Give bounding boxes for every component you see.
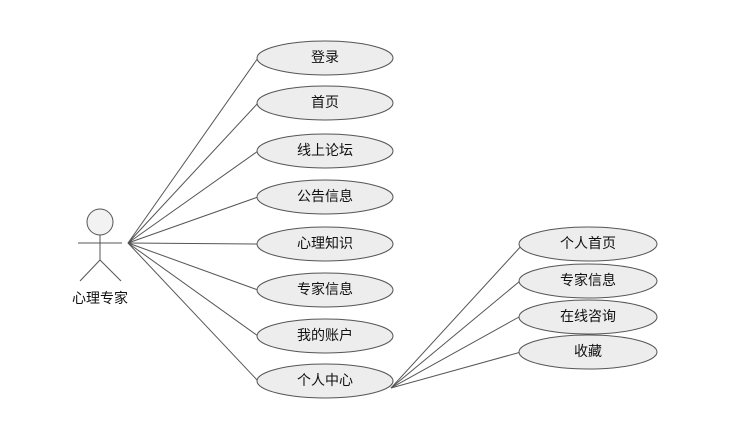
assoc-line (127, 102, 259, 244)
use-case-ellipse (256, 226, 394, 262)
use-case-ellipse (256, 40, 394, 76)
use-case-label: 心理知识 (297, 235, 353, 252)
use-case-ellipse (256, 318, 394, 354)
use-case-ellipse (256, 133, 394, 169)
use-case-my-account: 我的账户 (256, 318, 394, 354)
assoc-line (127, 242, 259, 337)
use-case-ellipse (256, 272, 394, 308)
sub-use-case-favorites: 收藏 (518, 334, 658, 370)
actor-right-leg (99, 259, 122, 282)
use-case-label: 线上论坛 (297, 143, 353, 159)
use-case-label: 个人首页 (560, 236, 616, 252)
sub-assoc-line (390, 243, 524, 389)
use-case-label: 专家信息 (297, 281, 353, 298)
use-case-ellipse (518, 334, 658, 370)
use-case-label: 个人中心 (297, 373, 353, 389)
use-case-ellipse (518, 226, 658, 262)
actor-label: 心理专家 (72, 290, 128, 307)
sub-associations (390, 243, 524, 389)
assoc-line (127, 196, 259, 244)
use-case-label: 登录 (311, 50, 339, 66)
use-case-label: 首页 (311, 95, 339, 111)
use-case-home: 首页 (256, 85, 394, 121)
use-case-ellipse (256, 85, 394, 121)
use-case-login: 登录 (256, 40, 394, 76)
actor-head (86, 208, 114, 236)
sub-use-case-personal-home: 个人首页 (518, 226, 658, 262)
assoc-line (127, 150, 259, 244)
sub-use-case-online-consult: 在线咨询 (518, 299, 658, 335)
use-case-expert-info: 专家信息 (256, 272, 394, 308)
actor-associations (127, 57, 259, 382)
sub-assoc-line (390, 351, 522, 389)
actor-left-leg (79, 259, 101, 282)
assoc-line (127, 242, 259, 245)
sub-assoc-line (390, 316, 520, 389)
use-case-ellipse (518, 263, 658, 299)
assoc-line (127, 242, 259, 291)
use-case-label: 收藏 (574, 344, 602, 360)
use-case-label: 在线咨询 (560, 309, 616, 325)
use-case-label: 专家信息 (560, 272, 616, 289)
use-case-announcements: 公告信息 (256, 179, 394, 215)
assoc-line (127, 242, 259, 382)
use-case-ellipse (256, 179, 394, 215)
use-case-forum: 线上论坛 (256, 133, 394, 169)
actor-figure: 心理专家 (72, 208, 128, 307)
sub-use-case-expert-info: 专家信息 (518, 263, 658, 299)
use-case-ellipse (256, 363, 394, 399)
use-case-personal-center: 个人中心 (256, 363, 394, 399)
sub-assoc-line (390, 280, 521, 389)
use-case-ellipse (518, 299, 658, 335)
use-case-label: 公告信息 (297, 188, 353, 205)
assoc-line (127, 57, 259, 244)
use-case-knowledge: 心理知识 (256, 226, 394, 262)
use-case-label: 我的账户 (297, 327, 353, 344)
